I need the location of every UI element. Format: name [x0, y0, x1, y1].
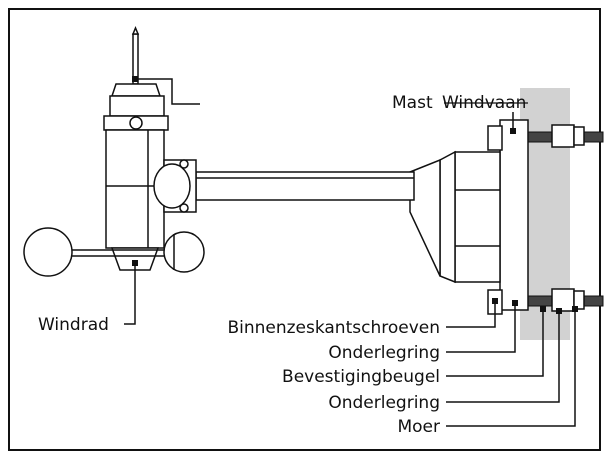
washer1-leader	[446, 303, 516, 353]
screws-leader	[446, 301, 496, 328]
mounting-bracket	[409, 119, 529, 315]
wind-wheel-cups	[23, 227, 205, 277]
label-onderlegring-1: Onderlegring	[328, 343, 440, 363]
label-binnenzeskantschroeven: Binnenzeskantschroeven	[227, 318, 440, 338]
leader-lines	[124, 78, 576, 427]
washer2-leader	[446, 311, 560, 403]
arm-tube	[195, 171, 415, 201]
windvaan-leader	[135, 78, 200, 105]
label-mast: Mast	[392, 93, 433, 113]
bracket-leader	[446, 309, 544, 377]
label-bevestigingbeugel: Bevestigingbeugel	[282, 367, 440, 387]
sensor-body	[103, 26, 197, 271]
label-moer: Moer	[397, 417, 440, 437]
label-onderlegring-2: Onderlegring	[328, 393, 440, 413]
windrad-leader	[124, 263, 136, 325]
nut-leader	[446, 309, 576, 427]
label-windrad: Windrad	[38, 315, 109, 335]
top-bolt	[502, 124, 604, 148]
frame-border	[8, 8, 601, 451]
